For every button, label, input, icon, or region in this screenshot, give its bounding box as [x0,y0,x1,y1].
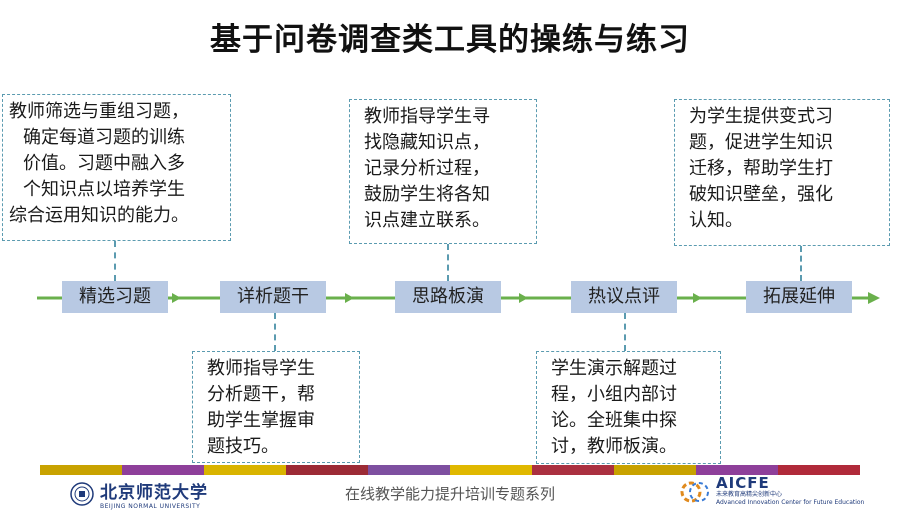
note-step-3: 教师指导学生寻 找隐藏知识点， 记录分析过程， 鼓励学生将各知 识点建立联系。 [349,99,537,244]
connector-4 [624,313,626,351]
connector-1 [114,241,116,281]
step-1-box: 精选习题 [62,281,168,313]
color-bar-segment [450,465,532,475]
step-5-box: 拓展延伸 [746,281,852,313]
note-line: 程，小组内部讨 [551,384,677,405]
connector-3 [447,244,449,281]
aicfe-logo-sub2: Advanced Innovation Center for Future Ed… [716,499,865,506]
note-line: 题技巧。 [207,436,279,457]
page-title: 基于问卷调查类工具的操练与练习 [210,22,690,58]
note-step-2: 教师指导学生 分析题干，帮 助学生掌握审 题技巧。 [192,351,360,463]
note-line: 认知。 [689,210,743,231]
color-bar-segment [286,465,368,475]
note-line: 教师筛选与重组习题， [9,101,189,122]
note-line: 助学生掌握审 [207,410,315,431]
note-line: 分析题干，帮 [207,384,315,405]
bnu-logo-name: 北京师范大学 [100,483,208,503]
aicfe-logo: AICFE 未来教育高精尖创新中心 Advanced Innovation Ce… [680,476,864,507]
step-2-box: 详析题干 [220,281,326,313]
bnu-logo-sub: BEIJING NORMAL UNIVERSITY [100,503,201,510]
color-bar-segment [368,465,450,475]
note-line: 讨，教师板演。 [551,436,677,457]
note-line: 题，促进学生知识 [689,132,833,153]
step-3-box: 思路板演 [395,281,501,313]
note-step-5: 为学生提供变式习 题，促进学生知识 迁移，帮助学生打 破知识壁垒，强化 认知。 [674,99,890,246]
arrowhead-icon [868,292,880,304]
bnu-seal-icon [70,482,94,506]
aicfe-logo-name: AICFE [716,474,770,492]
note-line: 识点建立联系。 [364,210,490,231]
note-line: 确定每道习题的训练 [23,127,185,148]
note-line: 迁移，帮助学生打 [689,158,833,179]
note-line: 个知识点以培养学生 [23,179,185,200]
connector-2 [274,313,276,351]
footer-series-title: 在线教学能力提升培训专题系列 [344,485,555,503]
note-line: 记录分析过程， [364,158,490,179]
color-bar-segment [204,465,286,475]
connector-5 [800,246,802,281]
note-line: 价值。习题中融入多 [23,153,185,174]
note-line: 教师指导学生 [207,358,315,379]
color-bar-segment [122,465,204,475]
note-line: 教师指导学生寻 [364,106,490,127]
note-line: 综合运用知识的能力。 [9,205,189,226]
step-4-box: 热议点评 [571,281,677,313]
aicfe-logo-icon [680,481,709,502]
note-line: 论。全班集中探 [551,410,677,431]
note-step-1: 教师筛选与重组习题， 确定每道习题的训练 价值。习题中融入多 个知识点以培养学生… [2,94,231,241]
note-line: 学生演示解题过 [551,358,677,379]
color-bar-segment [696,465,778,475]
note-line: 找隐藏知识点， [364,132,490,153]
note-line: 鼓励学生将各知 [364,184,490,205]
note-step-4: 学生演示解题过 程，小组内部讨 论。全班集中探 讨，教师板演。 [536,351,721,464]
aicfe-logo-sub1: 未来教育高精尖创新中心 [716,491,783,498]
color-bar-segment [40,465,122,475]
color-bar-segment [532,465,614,475]
color-bar-segment [778,465,860,475]
color-bar-segment [614,465,696,475]
note-line: 为学生提供变式习 [689,106,833,127]
note-line: 破知识壁垒，强化 [689,184,833,205]
